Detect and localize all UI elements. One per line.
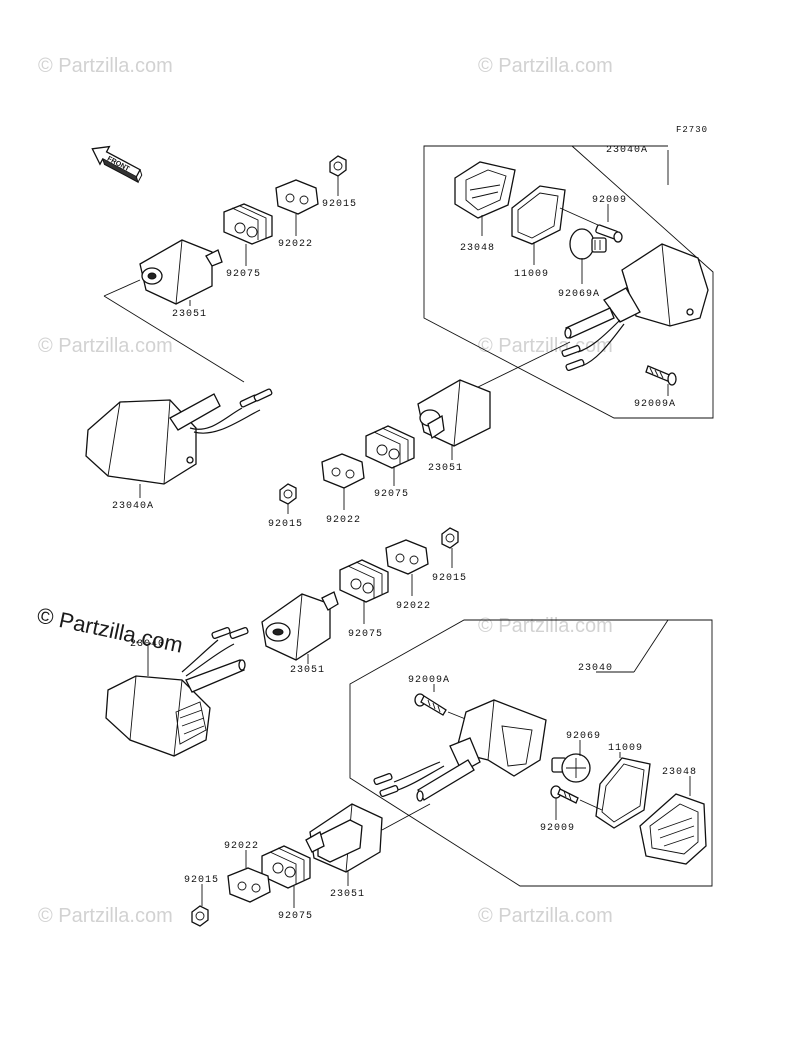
part-label: 92075 bbox=[348, 629, 383, 640]
part-label: 92022 bbox=[278, 239, 313, 250]
part-label: 92075 bbox=[278, 911, 313, 922]
plate-92022-b bbox=[321, 453, 365, 489]
watermark: © Partzilla.com bbox=[478, 55, 613, 77]
screw-92009a-right bbox=[645, 365, 677, 386]
part-label: 23040A bbox=[112, 501, 154, 512]
grommet-92075-d bbox=[261, 845, 311, 889]
housing-23040-inner bbox=[373, 699, 547, 802]
part-label: 92069 bbox=[566, 731, 601, 742]
bracket-23051-c bbox=[261, 591, 339, 661]
front-arrow-icon: FRONT bbox=[91, 145, 143, 184]
part-labels: 23040A 23048 92009 11009 92069A 92009A 9… bbox=[112, 145, 697, 922]
gasket-11009-top bbox=[511, 185, 566, 245]
part-label: 11009 bbox=[514, 269, 549, 280]
assembly-23040-box bbox=[349, 619, 713, 887]
bracket-23051-d bbox=[305, 803, 383, 873]
part-label: 23051 bbox=[330, 889, 365, 900]
part-label: 23048 bbox=[460, 243, 495, 254]
grommet-92075-b bbox=[365, 425, 415, 469]
part-label: 92069A bbox=[558, 289, 600, 300]
part-label: 23051 bbox=[172, 309, 207, 320]
part-label: 92022 bbox=[224, 841, 259, 852]
part-label: 92009 bbox=[540, 823, 575, 834]
housing-23040a-right bbox=[561, 243, 709, 371]
part-label: 92022 bbox=[396, 601, 431, 612]
screw-92009-top bbox=[595, 224, 623, 243]
part-label: 23051 bbox=[290, 665, 325, 676]
part-label: 92075 bbox=[226, 269, 261, 280]
watermark: © Partzilla.com bbox=[478, 615, 613, 637]
nut-92015-a bbox=[329, 155, 347, 177]
bulb-92069 bbox=[551, 753, 591, 783]
grommet-92075-c bbox=[339, 559, 389, 603]
part-label: 92015 bbox=[432, 573, 467, 584]
gasket-11009-bottom bbox=[595, 757, 651, 829]
part-label: 23040A bbox=[606, 145, 648, 156]
nut-92015-c bbox=[441, 527, 459, 549]
part-label: 23048 bbox=[662, 767, 697, 778]
part-label: 23040 bbox=[578, 663, 613, 674]
watermark: © Partzilla.com bbox=[38, 905, 173, 927]
part-label: 92009A bbox=[634, 399, 676, 410]
part-label: 23051 bbox=[428, 463, 463, 474]
plate-92022-c bbox=[385, 539, 429, 575]
part-label: 92075 bbox=[374, 489, 409, 500]
part-label: 11009 bbox=[608, 743, 643, 754]
watermark: © Partzilla.com bbox=[478, 905, 613, 927]
screw-92009-bottom bbox=[550, 785, 579, 804]
housing-23040a-left bbox=[85, 388, 273, 485]
figure-code: F2730 bbox=[676, 125, 708, 135]
watermark: © Partzilla.com bbox=[38, 55, 173, 77]
bulb-92069a bbox=[569, 228, 607, 260]
bracket-23051-b bbox=[417, 379, 491, 447]
part-label: 92022 bbox=[326, 515, 361, 526]
part-label: 92015 bbox=[322, 199, 357, 210]
lens-23048-top bbox=[454, 161, 516, 219]
part-label: 92009 bbox=[592, 195, 627, 206]
housing-23040-left bbox=[105, 627, 249, 757]
part-label: 23040 bbox=[130, 639, 165, 650]
nut-92015-b bbox=[279, 483, 297, 505]
plate-92022-d bbox=[227, 867, 271, 903]
plate-92022-a bbox=[275, 179, 319, 215]
lens-23048-bottom bbox=[639, 793, 707, 865]
part-label: 92015 bbox=[268, 519, 303, 530]
bracket-23051-a bbox=[139, 239, 223, 305]
watermark: © Partzilla.com bbox=[38, 335, 173, 357]
nut-92015-d bbox=[191, 905, 209, 927]
part-label: 92015 bbox=[184, 875, 219, 886]
grommet-92075-a bbox=[223, 203, 273, 245]
screw-92009a-bottom bbox=[414, 693, 447, 716]
part-label: 92009A bbox=[408, 675, 450, 686]
watermarks: © Partzilla.com © Partzilla.com © Partzi… bbox=[38, 55, 613, 927]
assembly-23040a-box bbox=[423, 145, 714, 419]
